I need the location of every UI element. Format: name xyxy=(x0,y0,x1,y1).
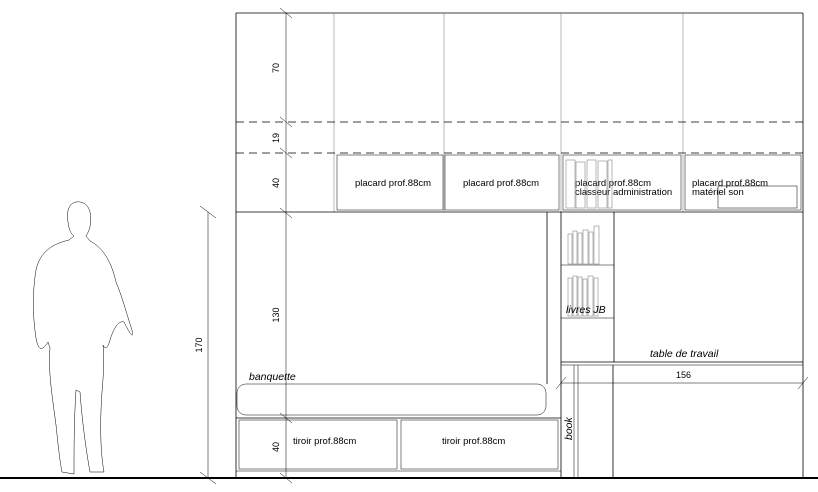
dim-tick-3 xyxy=(279,147,293,159)
desk-label: table de travail xyxy=(650,348,719,360)
books-label: livres JB xyxy=(566,304,606,316)
cupboard-3-label: placard prof.88cm xyxy=(575,178,651,189)
dim-tick-4 xyxy=(279,207,293,219)
drawer-1-label: tiroir prof.88cm xyxy=(293,436,356,447)
cupboard-4-label: placard prof.88cm xyxy=(692,178,768,189)
person-silhouette xyxy=(33,201,133,475)
binders xyxy=(565,159,613,209)
books-upper xyxy=(567,225,600,265)
drawer-2-label: tiroir prof.88cm xyxy=(442,436,505,447)
dim-middle: 130 xyxy=(271,307,281,322)
bench-cushion xyxy=(236,383,547,416)
dim-tick-2 xyxy=(279,116,293,128)
person-dim-tick-bottom xyxy=(199,471,217,485)
cupboard-2-door xyxy=(444,154,560,211)
desk-dim-tick-right xyxy=(797,376,809,390)
desk-width-label: 156 xyxy=(676,370,691,380)
cupboard-1-label: placard prof.88cm xyxy=(355,178,431,189)
drawer-2-front xyxy=(400,419,559,470)
dim-tick-1 xyxy=(279,7,293,19)
person-dim-tick-top xyxy=(199,205,217,219)
sound-equipment-box xyxy=(717,185,798,209)
cupboard-1-door xyxy=(336,154,444,211)
desk-dim-tick-left xyxy=(555,376,567,390)
person-height-label: 170 xyxy=(194,337,204,352)
dim-cupboard-row: 40 xyxy=(271,178,281,188)
cupboard-3-sublabel: classeur administration xyxy=(575,187,672,198)
dim-top-cabinet: 70 xyxy=(271,63,281,73)
book-label: book xyxy=(563,416,575,440)
cupboard-2-label: placard prof.88cm xyxy=(463,178,539,189)
cupboard-3-door xyxy=(562,154,682,211)
cupboard-4-door xyxy=(684,154,802,211)
dim-tick-6 xyxy=(279,472,293,484)
dim-gap: 19 xyxy=(271,133,281,143)
dim-drawer-row: 40 xyxy=(271,442,281,452)
drawer-1-front xyxy=(238,419,398,470)
bench-label: banquette xyxy=(249,371,296,383)
books-lower xyxy=(567,275,599,317)
